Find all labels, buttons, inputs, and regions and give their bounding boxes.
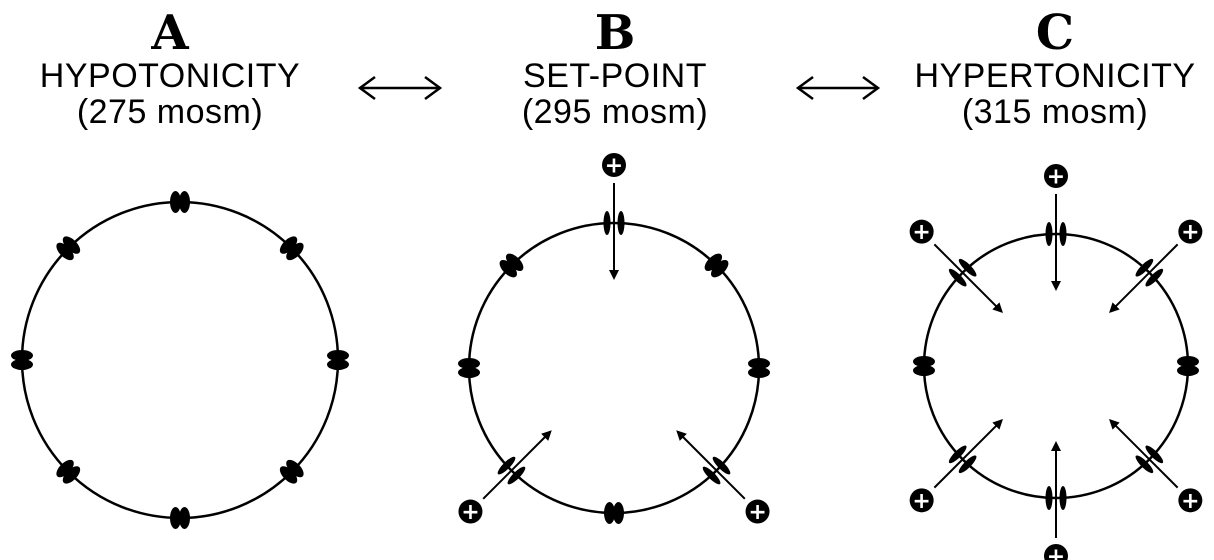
cation-plus-icon: + (1178, 219, 1203, 245)
panel-a-title: HYPOTONICITY (39, 57, 301, 95)
closed-channel (11, 350, 33, 370)
panel-b-title: SET-POINT (523, 57, 707, 95)
influx-arrow (1109, 419, 1179, 489)
open-channel (1135, 258, 1164, 287)
cation-plus-icon: + (1044, 544, 1068, 560)
closed-channel (458, 358, 480, 378)
cation-plus-icon: + (909, 488, 934, 514)
svg-text:+: + (1181, 489, 1199, 514)
closed-channel (327, 350, 349, 370)
panel-a-osmolality: (275 mosm) (76, 93, 264, 131)
influx-arrow (1109, 243, 1179, 313)
panel-c-title: HYPERTONICITY (914, 57, 1196, 95)
influx-arrow (933, 243, 1003, 313)
open-channel (702, 456, 731, 485)
cation-plus-icon: + (458, 499, 483, 525)
cation-plus-icon: + (909, 219, 934, 245)
closed-channel (913, 356, 935, 376)
closed-channel (56, 459, 81, 484)
closed-channel (499, 253, 524, 278)
panel-b-osmolality: (295 mosm) (521, 93, 709, 131)
panel-c-heading: C HYPERTONICITY (315 mosm) (905, 8, 1205, 130)
panel-c-letter: C (1035, 5, 1075, 61)
cation-plus-icon: + (745, 499, 770, 525)
panel-c-osmolality: (315 mosm) (961, 93, 1149, 131)
influx-arrow (676, 430, 746, 500)
svg-text:+: + (912, 220, 930, 245)
cation-plus-icon: + (602, 153, 626, 179)
panel-b-heading: B SET-POINT (295 mosm) (465, 8, 765, 130)
svg-text:+: + (461, 500, 479, 525)
closed-channel (279, 459, 304, 484)
open-channel (1045, 486, 1067, 510)
closed-channel (748, 358, 770, 378)
closed-channel (704, 253, 729, 278)
svg-text:+: + (1047, 545, 1065, 560)
cation-plus-icon: + (1178, 488, 1203, 514)
svg-text:+: + (1181, 220, 1199, 245)
svg-text:+: + (1047, 165, 1065, 190)
panel-a-heading: A HYPOTONICITY (275 mosm) (20, 8, 320, 130)
svg-text:+: + (748, 500, 766, 525)
closed-channel (56, 236, 81, 261)
double-arrow-icon (795, 75, 881, 101)
panel-a-letter: A (151, 5, 189, 61)
open-channel (603, 211, 625, 235)
closed-channel (1177, 356, 1199, 376)
influx-arrow (933, 419, 1003, 489)
panel-b-letter: B (594, 5, 636, 61)
cation-plus-icon: + (1044, 164, 1068, 190)
closed-channel (279, 236, 304, 261)
open-channel (948, 258, 977, 287)
open-channel (497, 456, 526, 485)
double-arrow-icon (357, 75, 443, 101)
open-channel (948, 445, 977, 474)
closed-channel (170, 507, 190, 529)
closed-channel (170, 191, 190, 213)
svg-text:+: + (605, 154, 623, 179)
open-channel (1045, 222, 1067, 246)
open-channel (1135, 445, 1164, 474)
influx-arrow (482, 430, 552, 500)
closed-channel (604, 502, 624, 524)
svg-text:+: + (912, 489, 930, 514)
